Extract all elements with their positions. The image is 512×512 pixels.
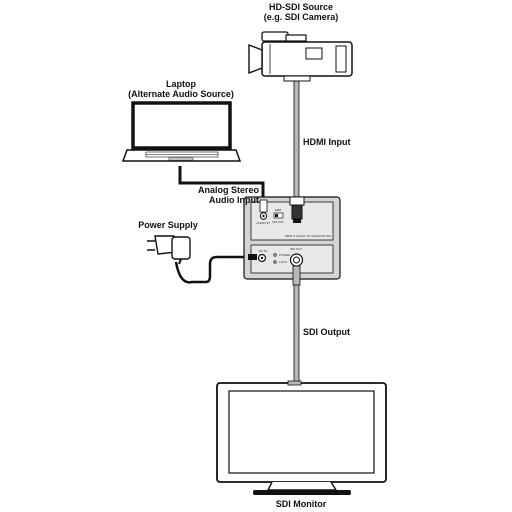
hdmi-port (289, 196, 305, 223)
laptop-label-line1: Laptop (166, 79, 196, 89)
hdmi-input-label: HDMI Input (303, 137, 351, 147)
camera-icon (248, 31, 353, 82)
audio-mode-switch (273, 212, 284, 219)
laptop-icon (121, 101, 242, 162)
power-supply-label: Power Supply (138, 220, 198, 230)
audio-label-line1: Analog Stereo (198, 185, 260, 195)
power-cable (174, 255, 248, 284)
hdmi-cable (293, 79, 300, 199)
switch-label: EMB (275, 208, 282, 212)
sdi-output-label: SDI Output (303, 327, 350, 337)
sdi-cable (293, 284, 300, 384)
led-lock-label: LOCK (279, 260, 287, 264)
monitor-icon (216, 380, 387, 495)
source-label-line2: (e.g. SDI Camera) (264, 12, 339, 22)
sdi-out-port-label: SDI OUT (290, 247, 302, 251)
monitor-label: SDI Monitor (276, 499, 327, 509)
audio-in-port-label: AUDIO IN (256, 221, 269, 225)
power-led-icon (273, 253, 277, 257)
audio-input-jack (259, 199, 268, 220)
audio-cable (178, 166, 265, 203)
sdi-output-bnc (289, 253, 304, 286)
audio-label-line2: Audio Input (209, 195, 259, 205)
lock-led-icon (273, 260, 277, 264)
model-text: HDMI & AUDIO TO 3G/HD/SD-SDI (285, 234, 332, 238)
led-power-label: POWER (279, 253, 291, 257)
source-label-line1: HD-SDI Source (269, 2, 333, 12)
power-port-label: DC 5V (259, 249, 268, 253)
power-adapter-icon (147, 235, 191, 265)
switch-options: MIX IMC (272, 220, 284, 224)
laptop-label-line2: (Alternate Audio Source) (128, 89, 234, 99)
dc-power-jack (248, 253, 267, 263)
